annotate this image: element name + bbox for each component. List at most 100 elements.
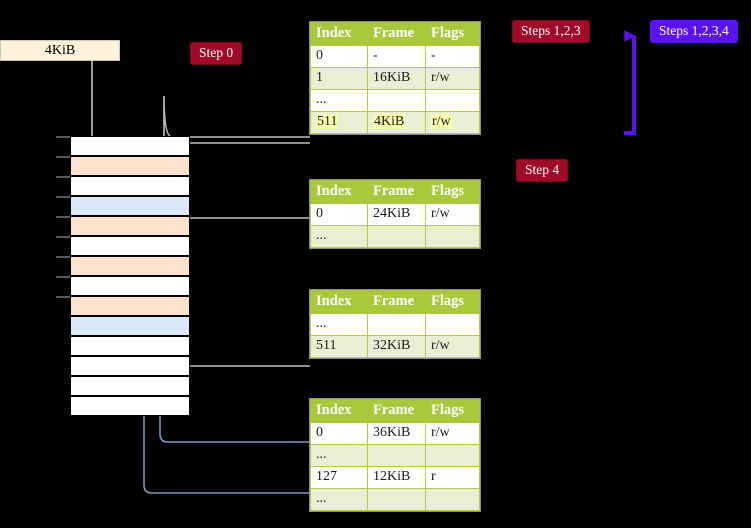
cell-flags: r/w — [425, 203, 480, 226]
badge-steps-1234-label: Steps 1,2,3,4 — [659, 23, 729, 38]
memory-frames-column — [56, 136, 190, 416]
cell-flags: r/w — [425, 422, 480, 445]
column-header-frame: Frame — [367, 399, 426, 423]
badge-steps-1234: Steps 1,2,3,4 — [650, 20, 738, 43]
column-header-index: Index — [310, 290, 368, 314]
table-row: 0-- — [310, 45, 480, 68]
column-header-index: Index — [310, 399, 368, 423]
memory-frame-tick — [56, 196, 70, 198]
cell-index: 0 — [310, 422, 368, 445]
column-header-frame: Frame — [367, 180, 426, 204]
memory-frame-row — [70, 276, 190, 296]
memory-frame-row — [70, 356, 190, 376]
column-header-flags: Flags — [425, 22, 480, 46]
badge-steps-123: Steps 1,2,3 — [512, 20, 590, 43]
badge-step-0-label: Step 0 — [199, 45, 234, 60]
table-row: ... — [310, 225, 480, 248]
highlighted-value: 4KiB — [373, 114, 406, 129]
memory-frame-row — [70, 216, 190, 236]
cell-frame — [367, 488, 426, 511]
badge-step-4-label: Step 4 — [525, 162, 560, 177]
memory-frame-row — [70, 176, 190, 196]
column-header-index: Index — [310, 180, 368, 204]
cell-frame — [367, 89, 426, 112]
frame-size-label: 4KiB — [44, 42, 76, 58]
table-row: ... — [310, 313, 480, 336]
memory-frame-tick — [56, 236, 70, 238]
column-header-flags: Flags — [425, 290, 480, 314]
cell-frame — [367, 225, 426, 248]
memory-frame-row — [70, 136, 190, 156]
wire-steps-bracket — [624, 30, 636, 135]
memory-frame-row — [70, 256, 190, 276]
memory-frame-tick — [56, 156, 70, 158]
memory-frame-tick — [56, 176, 70, 178]
column-header-index: Index — [310, 22, 368, 46]
cell-flags: r/w — [425, 67, 480, 90]
table-row: ... — [310, 488, 480, 511]
memory-frame-row — [70, 336, 190, 356]
badge-step-0: Step 0 — [190, 42, 243, 65]
memory-frame-tick — [56, 136, 70, 138]
memory-frame-row — [70, 156, 190, 176]
cell-index: ... — [310, 313, 368, 336]
column-header-frame: Frame — [367, 290, 426, 314]
cell-index: 127 — [310, 466, 368, 489]
cell-frame: 32KiB — [367, 335, 426, 358]
cell-frame: - — [367, 45, 426, 68]
cell-flags — [425, 225, 480, 248]
cell-index: ... — [310, 488, 368, 511]
badge-step-4: Step 4 — [516, 159, 569, 182]
table-row: ... — [310, 89, 480, 112]
cell-flags — [425, 444, 480, 467]
column-header-frame: Frame — [367, 22, 426, 46]
memory-frame-row — [70, 296, 190, 316]
memory-frame-tick — [56, 276, 70, 278]
cell-frame: 16KiB — [367, 67, 426, 90]
cell-flags: r/w — [425, 335, 480, 358]
cell-flags: - — [425, 45, 480, 68]
cell-frame: 24KiB — [367, 203, 426, 226]
memory-frame-tick — [56, 256, 70, 258]
cell-flags — [425, 313, 480, 336]
memory-frame-tick — [56, 296, 70, 298]
cell-frame — [367, 444, 426, 467]
memory-frame-tick — [56, 216, 70, 218]
cell-frame: 12KiB — [367, 466, 426, 489]
column-header-flags: Flags — [425, 180, 480, 204]
cell-index: 0 — [310, 45, 368, 68]
memory-frame-row — [70, 316, 190, 336]
memory-frame-row — [70, 376, 190, 396]
highlighted-value: 511 — [316, 114, 339, 129]
table-row: 511 4KiB r/w — [310, 111, 480, 134]
cell-flags — [425, 89, 480, 112]
cell-frame: 36KiB — [367, 422, 426, 445]
cell-index: 1 — [310, 67, 368, 90]
wire-pt127-to-mem — [137, 202, 310, 494]
cell-frame: 4KiB — [367, 111, 426, 134]
memory-frame-row — [70, 236, 190, 256]
table-row: ... — [310, 444, 480, 467]
wire-pd-to-mem — [171, 302, 310, 367]
cell-index: 0 — [310, 203, 368, 226]
cell-index: ... — [310, 444, 368, 467]
memory-frame-row — [70, 396, 190, 416]
cell-index: ... — [310, 225, 368, 248]
cell-flags: r — [425, 466, 480, 489]
wire-pt-to-mem — [153, 326, 310, 443]
frame-size-box: 4KiB — [0, 40, 120, 61]
wire-pdpt-to-mem — [177, 217, 310, 262]
memory-frame-row — [70, 196, 190, 216]
highlighted-value: r/w — [431, 114, 452, 129]
cell-index: ... — [310, 89, 368, 112]
column-header-flags: Flags — [425, 399, 480, 423]
cell-index: 511 — [310, 111, 368, 134]
